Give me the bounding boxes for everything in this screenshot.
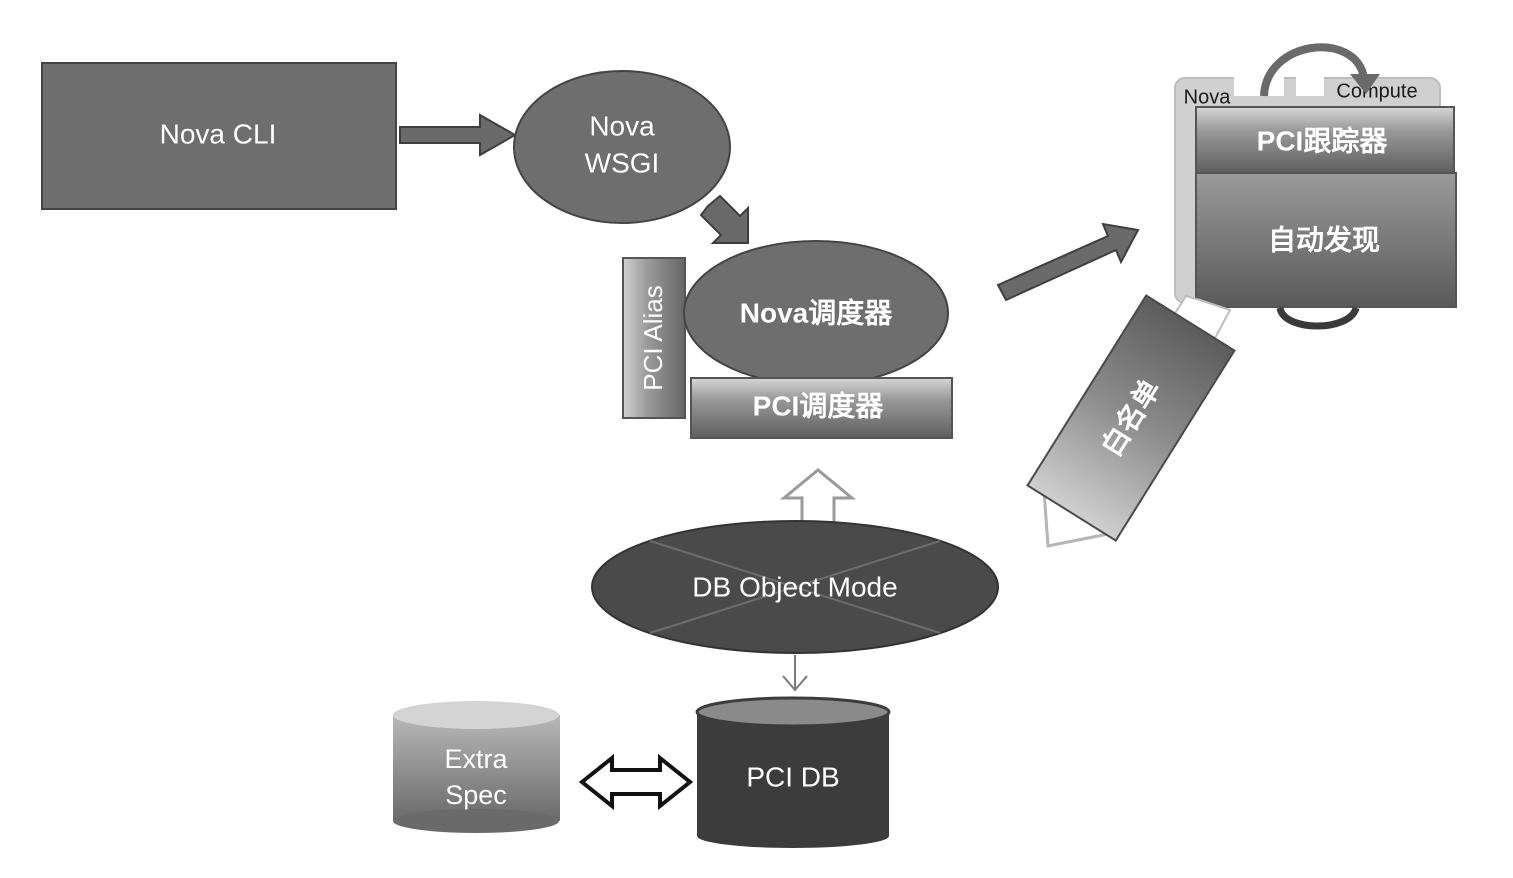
arrow-wsgi-to-scheduler bbox=[699, 194, 749, 244]
nova-scheduler-label: Nova调度器 bbox=[740, 297, 893, 328]
pci-scheduler-bar: PCI调度器 bbox=[690, 377, 953, 439]
pci-db-label: PCI DB bbox=[746, 761, 839, 792]
curved-arrow-top bbox=[1260, 43, 1368, 97]
pci-alias-bar: PCI Alias bbox=[622, 257, 686, 419]
double-arrow-extraspec-pcidb bbox=[578, 753, 694, 811]
compute-label: Compute bbox=[1336, 80, 1417, 102]
compute-node: Nova Compute PCI跟踪器 自动发现 bbox=[1174, 43, 1457, 330]
db-object-mode-label: DB Object Mode bbox=[692, 571, 897, 602]
arrow-scheduler-to-compute bbox=[996, 222, 1140, 302]
nova-cli-box: Nova CLI bbox=[41, 62, 397, 210]
arrow-object-to-pcidb bbox=[782, 655, 808, 692]
extra-spec-cylinder: Extra Spec bbox=[393, 701, 560, 833]
nova-wsgi-label-line2: WSGI bbox=[585, 147, 660, 178]
arrow-cli-to-wsgi bbox=[399, 113, 518, 157]
pci-alias-label: PCI Alias bbox=[638, 285, 668, 391]
arrow-db-to-scheduler bbox=[779, 468, 857, 525]
nova-cli-label: Nova CLI bbox=[160, 118, 277, 149]
compute-nova-label: Nova bbox=[1184, 86, 1232, 108]
extra-spec-label-line2: Spec bbox=[445, 780, 507, 810]
pci-tracker-label: PCI跟踪器 bbox=[1257, 124, 1389, 156]
pci-db-cylinder: PCI DB bbox=[695, 696, 891, 848]
whitelist-node: 白名单 bbox=[1026, 294, 1236, 548]
curved-arrow-bottom bbox=[1276, 306, 1360, 330]
extra-spec-label-line1: Extra bbox=[444, 744, 508, 774]
nova-wsgi-node: Nova WSGI bbox=[513, 70, 731, 224]
nova-scheduler-node: Nova调度器 bbox=[683, 240, 949, 386]
nova-wsgi-label-line1: Nova bbox=[589, 110, 655, 141]
auto-discovery-label: 自动发现 bbox=[1268, 223, 1380, 255]
pci-scheduler-label: PCI调度器 bbox=[753, 390, 885, 421]
db-object-mode-node: DB Object Mode bbox=[591, 520, 999, 654]
